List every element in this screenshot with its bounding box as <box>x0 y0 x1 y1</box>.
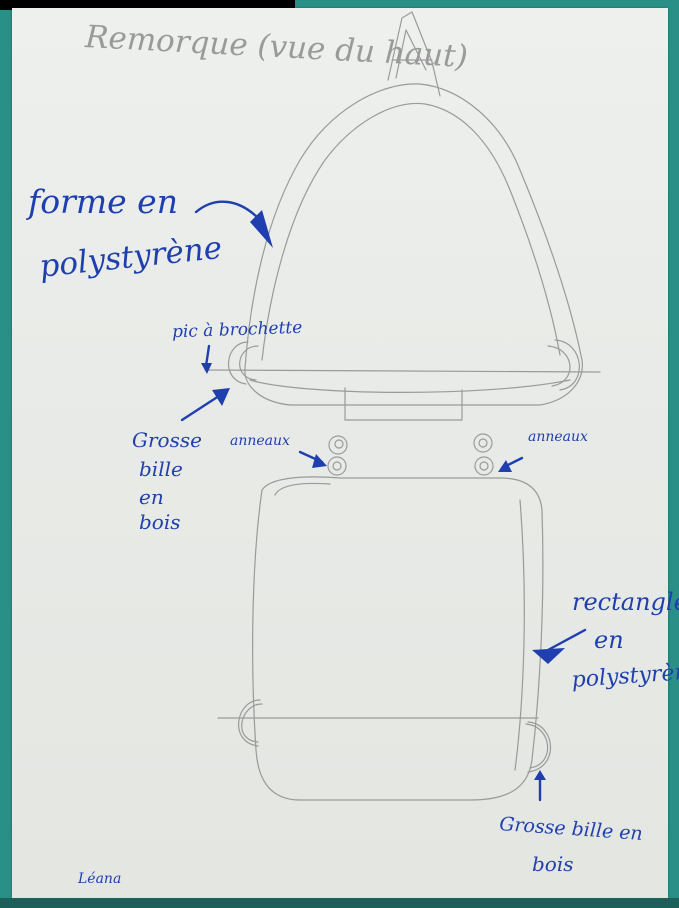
label-anneaux-left: anneaux <box>230 434 290 448</box>
label-bille-bottom-2: bois <box>532 854 574 874</box>
label-bille-left-1: Grosse <box>132 430 202 450</box>
label-rectangle-line2: en <box>594 628 624 652</box>
author-signature: Léana <box>78 872 121 886</box>
arrow-rectangle <box>548 630 585 650</box>
label-forme-line1: forme en <box>28 185 178 218</box>
skewer-line <box>205 370 600 372</box>
ring-right-top <box>474 434 492 452</box>
rectangle-shape-outline <box>253 477 543 800</box>
label-anneaux-right: anneaux <box>528 430 588 444</box>
arrow-bille-left <box>182 394 222 420</box>
label-bille-left-2: bille <box>139 459 183 479</box>
triangle-shape-outline <box>245 84 583 405</box>
arrow-forme <box>196 202 262 222</box>
label-rectangle-line1: rectangle <box>572 590 679 614</box>
label-pic: pic à brochette <box>172 320 303 342</box>
label-bille-left-4: bois <box>139 512 181 532</box>
label-bille-left-3: en <box>139 487 164 507</box>
ring-left-top <box>329 436 347 454</box>
